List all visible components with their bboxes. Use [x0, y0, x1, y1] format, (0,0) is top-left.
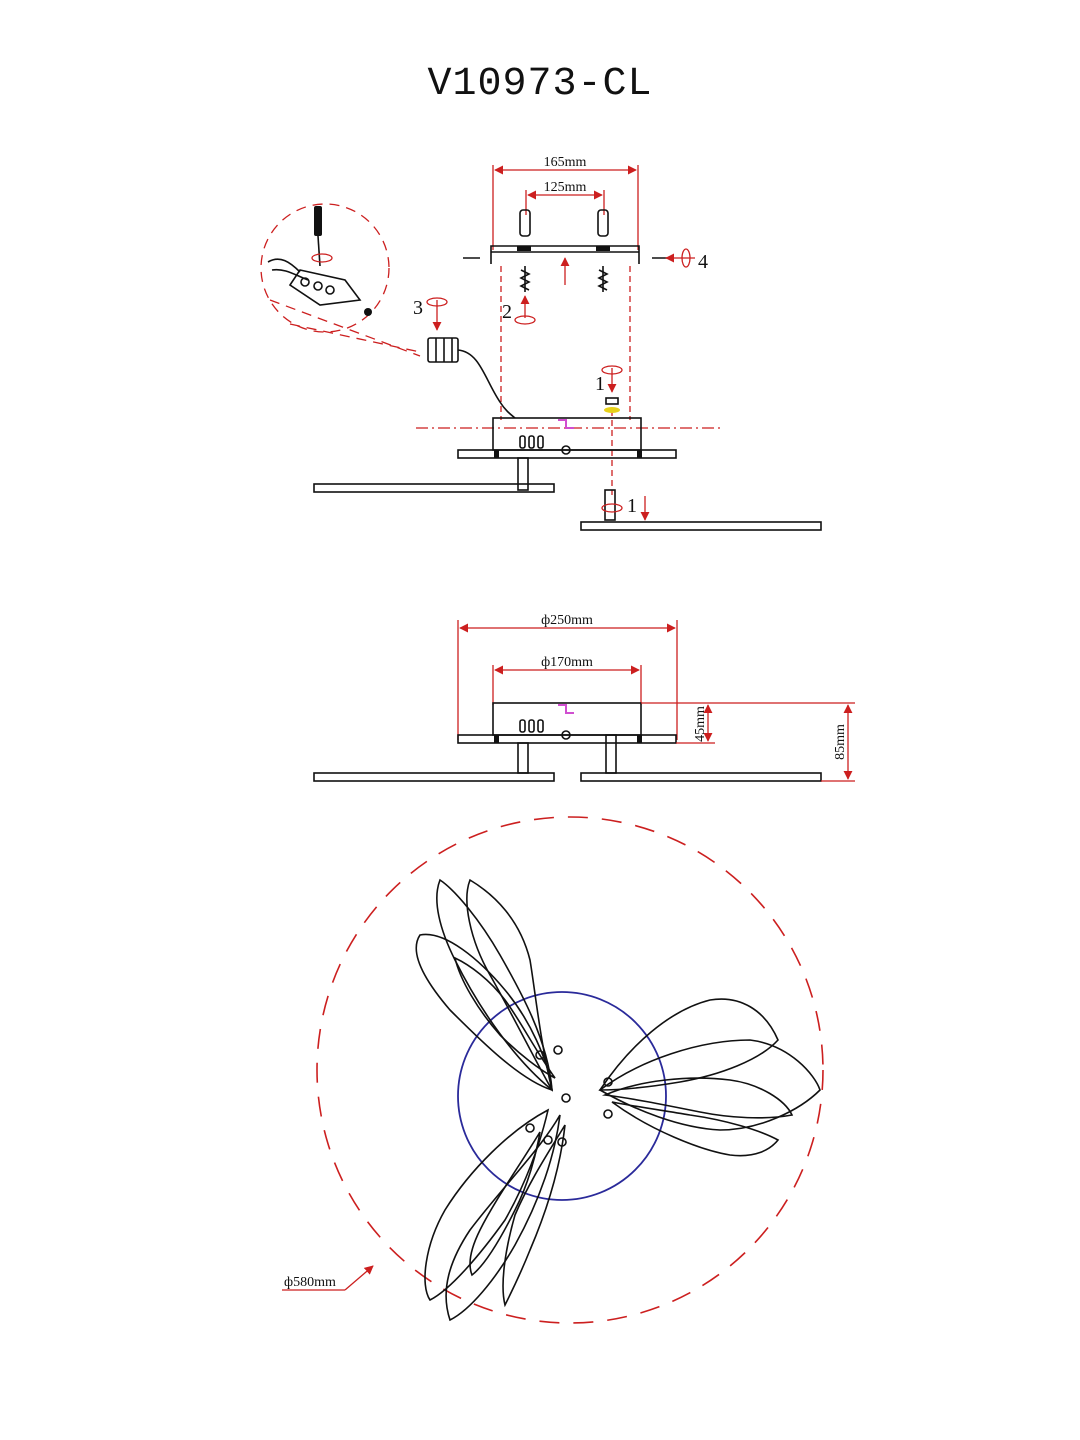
top-view: ф580mm — [282, 816, 824, 1324]
step-number-4: 4 — [698, 251, 708, 273]
dim-label-580: ф580mm — [284, 1275, 336, 1290]
step-number-1: 1 — [595, 373, 605, 395]
petal-group-upper-left — [415, 878, 563, 1092]
petal-group-lower-left — [424, 1108, 567, 1322]
step-number-3: 3 — [413, 297, 423, 319]
side-view: ф250mm ф170mm 45mm — [313, 613, 855, 782]
alignment-guides — [416, 266, 720, 495]
rotate-icon — [514, 315, 536, 325]
dim-label-250: ф250mm — [541, 613, 593, 628]
connector-icon — [426, 297, 516, 419]
dimension-580: ф580mm — [282, 1265, 374, 1291]
dim-label-125: 125mm — [544, 180, 587, 195]
model-title: V10973-CL — [427, 62, 653, 107]
marker-pink — [558, 419, 574, 429]
dimension-45: 45mm — [641, 702, 715, 744]
terminal-block-icon — [267, 258, 372, 316]
marker-pink — [558, 704, 574, 714]
mounting-diagram: 165mm 125mm — [260, 155, 822, 531]
petal-group-right — [598, 998, 821, 1157]
dimension-125: 125mm — [525, 180, 605, 215]
step-number-2: 2 — [502, 301, 512, 323]
rotate-icon — [311, 253, 333, 263]
screwdriver-icon — [314, 206, 322, 267]
nut-icon — [601, 365, 623, 413]
base-plate-circle — [457, 991, 667, 1201]
step-number-1-lower: 1 — [627, 495, 637, 517]
dimension-85: 85mm — [715, 702, 855, 782]
overall-diameter-circle — [316, 816, 824, 1324]
dimension-165: 165mm — [492, 155, 639, 250]
dimension-250: ф250mm — [457, 613, 678, 740]
dimension-170: ф170mm — [492, 655, 642, 705]
dim-label-85: 85mm — [833, 724, 848, 760]
wiring-detail-callout — [260, 203, 421, 357]
dim-label-170: ф170mm — [541, 655, 593, 670]
dim-label-45: 45mm — [693, 706, 708, 742]
mounting-bracket — [490, 245, 640, 264]
wall-plug-icon — [519, 209, 609, 237]
rotate-icon — [681, 248, 691, 268]
dim-label-165: 165mm — [544, 155, 587, 170]
fixture-assembly-exploded — [313, 417, 822, 531]
wood-screw-icon — [519, 266, 609, 292]
